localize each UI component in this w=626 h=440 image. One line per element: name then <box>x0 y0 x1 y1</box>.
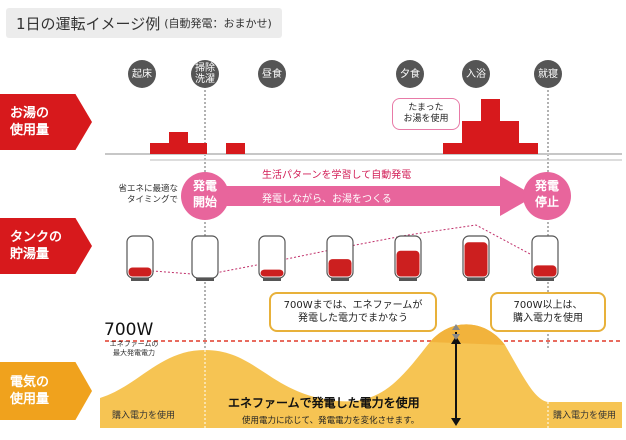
peak-marker-up <box>452 324 460 330</box>
start-timing-note: 省エネに最適な タイミングで <box>118 184 178 205</box>
generation-stop-label: 発電 停止 <box>534 179 559 209</box>
event-chuushoku: 昼食 <box>258 60 286 88</box>
tank-base <box>467 278 485 281</box>
tank-base <box>131 278 149 281</box>
tank-fill <box>396 250 420 277</box>
tank-base <box>263 278 281 281</box>
hot-water-bar <box>188 143 207 154</box>
arrow-inner-text: 発電しながら、お湯をつくる <box>262 194 392 205</box>
tank-fill <box>260 269 284 277</box>
event-souji: 掃除 洗濯 <box>191 60 219 88</box>
generation-start-label: 発電 開始 <box>192 179 217 209</box>
tank-fill <box>328 259 352 277</box>
power-peak <box>430 324 505 345</box>
hot-water-bar <box>226 143 245 154</box>
row-label-electricity: 電気の 使用量 <box>0 362 92 420</box>
tank-fill <box>128 267 152 277</box>
hot-water-bar <box>519 143 538 154</box>
buy-left-label: 購入電力を使用 <box>112 411 176 421</box>
event-shuushin: 就寝 <box>534 60 562 88</box>
title-sub: (自動発電：おまかせ) <box>164 17 272 30</box>
capacity-label: 700W <box>104 320 154 340</box>
hot-water-bars <box>150 99 538 154</box>
arrow-start-circle <box>181 172 229 220</box>
page-title: 1日の運転イメージ例 (自動発電：おまかせ) <box>6 8 282 38</box>
hot-water-bar <box>500 121 519 154</box>
tank-group <box>126 235 559 281</box>
hot-water-bar <box>150 143 169 154</box>
hot-water-bar <box>169 132 188 154</box>
event-yuushoku: 夕食 <box>396 60 424 88</box>
capacity-note: エネファームの 最大発電電力 <box>109 340 159 357</box>
arrow-top-text: 生活パターンを学習して自動発電 <box>262 170 412 181</box>
tank-base <box>536 278 554 281</box>
event-nyuuyoku: 入浴 <box>462 60 490 88</box>
tank-fill <box>533 265 557 277</box>
tank-base <box>399 278 417 281</box>
hot-water-bar <box>481 99 500 154</box>
center-title: エネファームで発電した電力を使用 <box>228 396 420 410</box>
buy-right-label: 購入電力を使用 <box>553 411 617 421</box>
row-label-tank: タンクの 貯湯量 <box>0 218 92 274</box>
callout-self-generated: 700Wまでは、エネファームが 発電した電力でまかなう <box>269 292 437 332</box>
peak-marker-down <box>452 334 460 340</box>
center-sub: 使用電力に応じて、発電電力を変化させます。 <box>242 416 420 426</box>
hot-water-callout: たまった お湯を使用 <box>392 98 460 130</box>
callout-purchased: 700W以上は、 購入電力を使用 <box>490 292 606 332</box>
generation-arrow-down <box>451 418 461 426</box>
power-usage-area <box>100 324 622 428</box>
tank <box>191 235 219 279</box>
event-kishou: 起床 <box>128 60 156 88</box>
generation-arrow <box>205 176 535 216</box>
row-label-hot-water: お湯の 使用量 <box>0 94 92 150</box>
hot-water-bar <box>462 121 481 154</box>
arrow-end-circle <box>523 172 571 220</box>
title-main: 1日の運転イメージ例 <box>16 14 161 33</box>
tank-base <box>196 278 214 281</box>
hot-water-bar <box>443 143 462 154</box>
tank-base <box>331 278 349 281</box>
tank-fill <box>464 242 488 277</box>
